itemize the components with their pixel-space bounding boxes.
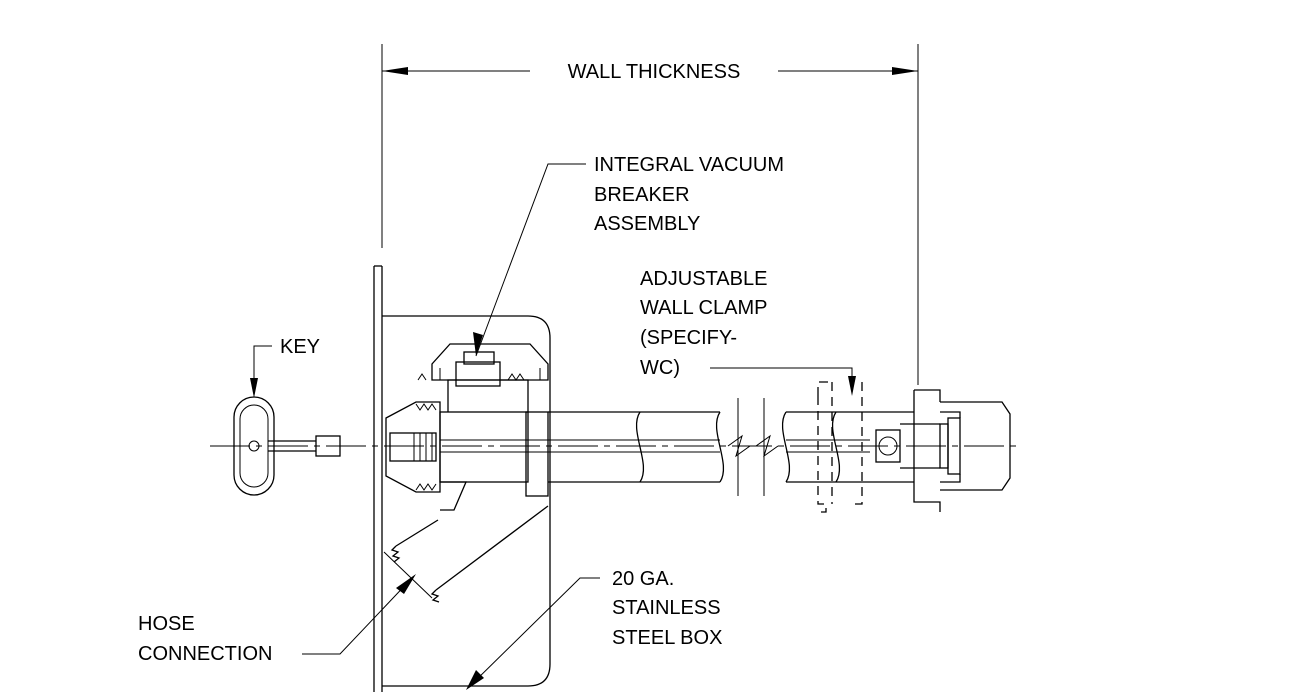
wall-pipe <box>440 398 914 496</box>
hose-connection-drawing <box>383 505 549 603</box>
svg-text:20 GA.: 20 GA. <box>612 568 674 590</box>
wall-clamp <box>817 381 863 513</box>
svg-text:ADJUSTABLE: ADJUSTABLE <box>640 268 767 290</box>
label-wall-clamp: ADJUSTABLE WALL CLAMP (SPECIFY- WC) <box>640 268 767 379</box>
label-key: KEY <box>280 336 320 358</box>
svg-text:WALL CLAMP: WALL CLAMP <box>640 297 767 319</box>
stainless-box <box>373 265 551 692</box>
leader-lines <box>250 163 856 690</box>
valve-seat-assembly <box>875 389 1011 512</box>
svg-text:STEEL BOX: STEEL BOX <box>612 627 722 649</box>
svg-text:WC): WC) <box>640 357 680 379</box>
svg-text:BREAKER: BREAKER <box>594 184 690 206</box>
wall-thickness-dimension <box>381 44 919 385</box>
valve-body <box>385 343 549 511</box>
svg-text:ASSEMBLY: ASSEMBLY <box>594 213 700 235</box>
svg-text:INTEGRAL VACUUM: INTEGRAL VACUUM <box>594 154 784 176</box>
label-box: 20 GA. STAINLESS STEEL BOX <box>612 568 722 649</box>
svg-text:HOSE: HOSE <box>138 613 195 635</box>
label-hose-connection: HOSE CONNECTION <box>138 613 272 665</box>
svg-text:CONNECTION: CONNECTION <box>138 643 272 665</box>
svg-text:STAINLESS: STAINLESS <box>612 597 721 619</box>
label-vacuum-breaker: INTEGRAL VACUUM BREAKER ASSEMBLY <box>594 154 784 235</box>
svg-text:(SPECIFY-: (SPECIFY- <box>640 327 737 349</box>
wall-thickness-label: WALL THICKNESS <box>568 61 741 83</box>
